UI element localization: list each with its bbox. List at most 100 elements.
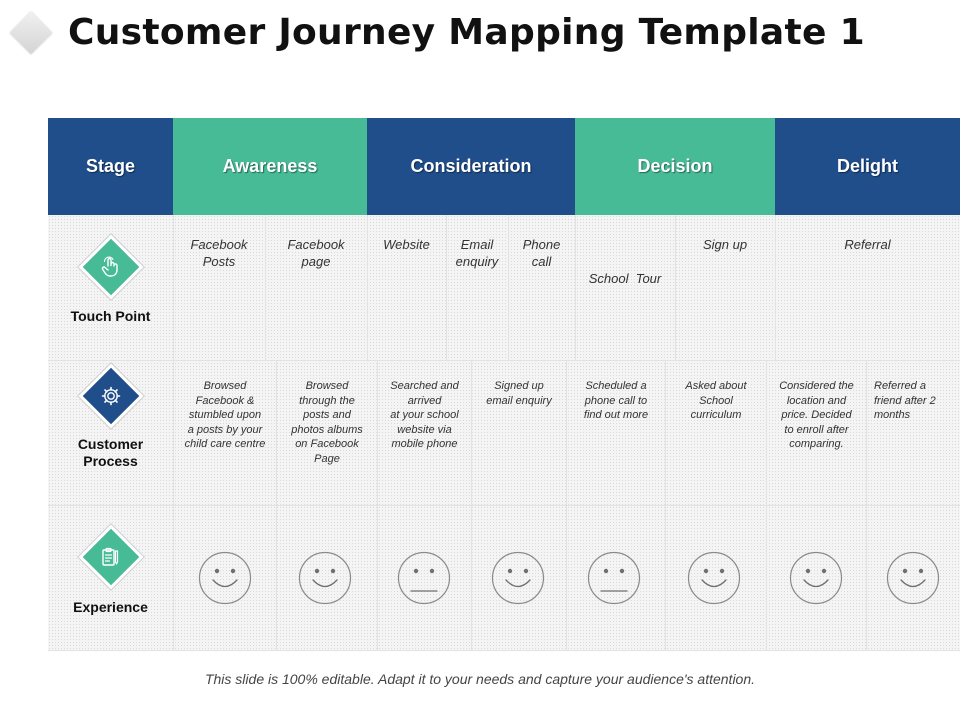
smiley-face-icon bbox=[491, 551, 545, 605]
column-divider bbox=[575, 215, 576, 360]
touch-point-8: Referral bbox=[775, 236, 960, 253]
smiley-face-icon bbox=[886, 551, 940, 605]
clipboard-pencil-icon bbox=[102, 547, 119, 566]
row-label-customer-process: Customer Process bbox=[48, 436, 173, 470]
process-step-6: Asked about School curriculum bbox=[666, 379, 766, 423]
smiley-face-icon bbox=[789, 551, 843, 605]
process-text: mobile phone bbox=[391, 438, 458, 450]
process-text: Considered the bbox=[779, 380, 854, 392]
touch-point-text: Sign up bbox=[702, 237, 748, 252]
column-divider bbox=[173, 215, 174, 651]
touch-point-text: page bbox=[301, 254, 331, 269]
process-text: child care centre bbox=[184, 438, 266, 450]
process-text: website via bbox=[397, 423, 452, 436]
row-label-customer: Customer bbox=[77, 436, 144, 452]
process-step-7: Considered the location and price. Decid… bbox=[767, 379, 866, 452]
process-text: Referred a bbox=[874, 380, 926, 392]
column-divider bbox=[377, 360, 378, 651]
smiley-face-icon bbox=[687, 551, 741, 605]
touch-point-text: School Tour bbox=[588, 271, 662, 286]
touch-point-badge bbox=[82, 238, 140, 296]
column-divider bbox=[566, 360, 567, 651]
gear-icon bbox=[101, 386, 121, 406]
process-text: find out more bbox=[583, 409, 649, 421]
process-text: email enquiry bbox=[486, 394, 552, 407]
column-divider bbox=[471, 360, 472, 651]
touch-point-text: call bbox=[531, 254, 552, 269]
column-divider bbox=[775, 215, 776, 360]
row-label-touch-point: Touch Point bbox=[70, 308, 151, 324]
process-text: School bbox=[699, 394, 733, 407]
process-text: months bbox=[874, 409, 911, 421]
column-divider bbox=[675, 215, 676, 360]
smiley-face-icon bbox=[198, 551, 252, 605]
column-divider bbox=[665, 360, 666, 651]
process-step-1: Browsed Facebook & stumbled upon a posts… bbox=[175, 379, 275, 452]
neutral-face-icon bbox=[587, 551, 641, 605]
touch-point-text: Facebook bbox=[287, 237, 345, 252]
row-label-experience: Experience bbox=[73, 599, 148, 615]
process-text: price. Decided bbox=[781, 409, 852, 421]
smiley-face-icon bbox=[298, 551, 352, 605]
process-text: location and bbox=[786, 394, 847, 407]
column-divider bbox=[766, 360, 767, 651]
header-decision: Decision bbox=[575, 118, 775, 215]
header-delight: Delight bbox=[775, 118, 960, 215]
process-text: Signed up bbox=[494, 380, 544, 392]
row-label-process: Process bbox=[83, 453, 138, 469]
page-title: Customer Journey Mapping Template 1 bbox=[68, 12, 865, 53]
touch-point-3: Website bbox=[367, 236, 446, 253]
process-text: on Facebook bbox=[295, 438, 359, 450]
column-divider bbox=[446, 215, 447, 360]
title-bar: Customer Journey Mapping Template 1 bbox=[0, 0, 960, 80]
touch-point-6: School Tour bbox=[575, 236, 675, 304]
touch-point-5: Phone call bbox=[508, 236, 575, 270]
touch-point-text: Phone bbox=[522, 237, 561, 252]
header-stage: Stage bbox=[48, 118, 173, 215]
touch-point-4: Email enquiry bbox=[446, 236, 508, 270]
process-text: Facebook & bbox=[195, 394, 255, 407]
process-text: Scheduled a bbox=[585, 380, 647, 392]
touch-point-2: Facebook page bbox=[265, 236, 367, 270]
neutral-face-icon bbox=[397, 551, 451, 605]
row-divider bbox=[48, 505, 960, 506]
process-text: stumbled upon bbox=[188, 409, 262, 421]
process-text: to enroll after bbox=[784, 423, 849, 436]
column-divider bbox=[367, 215, 368, 360]
column-divider bbox=[508, 215, 509, 360]
process-text: at your school bbox=[390, 409, 459, 421]
header-awareness: Awareness bbox=[173, 118, 367, 215]
process-text: Browsed bbox=[305, 380, 349, 392]
header-consideration: Consideration bbox=[367, 118, 575, 215]
process-text: Browsed bbox=[203, 380, 247, 392]
touch-point-text: Referral bbox=[844, 237, 891, 252]
column-divider bbox=[276, 360, 277, 651]
process-text: arrived bbox=[407, 394, 442, 407]
process-text: posts and bbox=[303, 409, 351, 421]
process-text: phone call to bbox=[584, 394, 648, 407]
experience-badge bbox=[82, 528, 140, 586]
hand-pointer-icon bbox=[101, 256, 118, 277]
process-step-3: Searched and arrived at your school webs… bbox=[378, 379, 471, 452]
process-text: friend after 2 bbox=[874, 394, 936, 407]
process-text: curriculum bbox=[690, 409, 742, 421]
process-text: through the bbox=[299, 394, 355, 407]
touch-point-text: Email bbox=[460, 237, 494, 252]
process-text: Asked about bbox=[685, 380, 747, 392]
column-divider bbox=[866, 360, 867, 651]
footer-note: This slide is 100% editable. Adapt it to… bbox=[204, 671, 756, 687]
customer-process-badge bbox=[82, 367, 140, 425]
process-text: a posts by your bbox=[187, 423, 263, 436]
touch-point-text: Facebook bbox=[190, 237, 248, 252]
column-divider bbox=[265, 215, 266, 360]
process-step-4: Signed up email enquiry bbox=[472, 379, 566, 408]
touch-point-text: enquiry bbox=[455, 254, 499, 269]
process-step-2: Browsed through the posts and photos alb… bbox=[277, 379, 377, 466]
touch-point-1: Facebook Posts bbox=[173, 236, 265, 270]
touch-point-text: Posts bbox=[202, 254, 236, 269]
process-text: Page bbox=[314, 452, 340, 465]
touch-point-7: Sign up bbox=[675, 236, 775, 253]
process-text: Searched and bbox=[390, 380, 459, 392]
process-text: comparing. bbox=[789, 438, 844, 450]
process-text: photos albums bbox=[291, 423, 363, 436]
